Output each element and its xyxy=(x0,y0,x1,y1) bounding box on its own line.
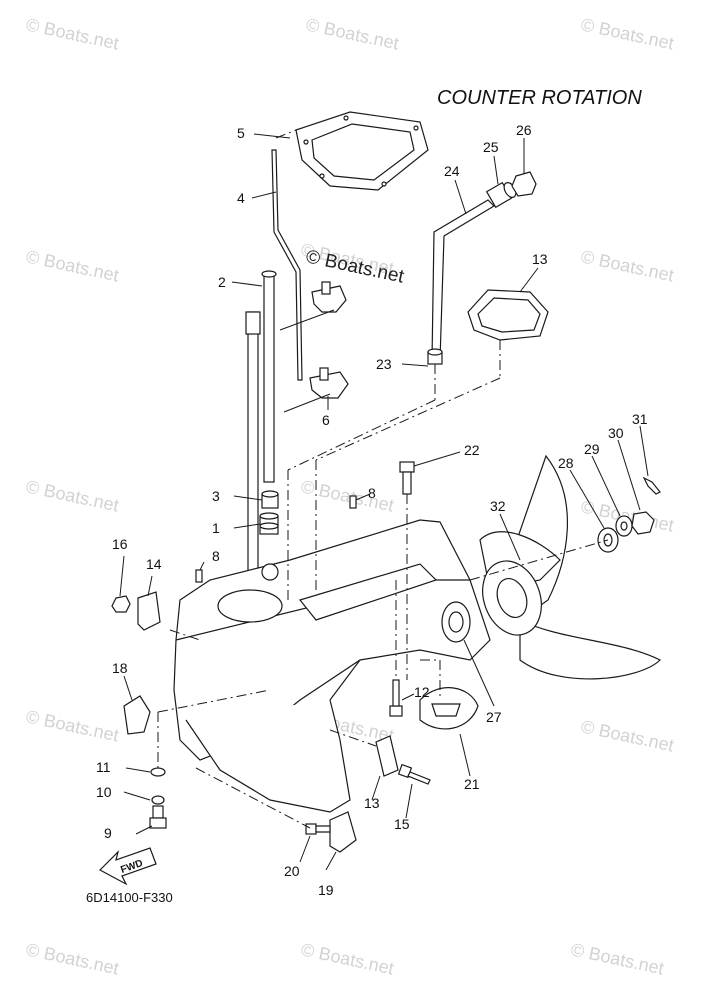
callout-30: 30 xyxy=(608,425,624,441)
callout-1: 1 xyxy=(212,520,220,536)
callout-32: 32 xyxy=(490,498,506,514)
watermark: © Boats.net xyxy=(569,939,665,978)
watermark: © Boats.net xyxy=(304,14,400,53)
dowel-pin xyxy=(195,569,203,583)
bracket-19 xyxy=(123,695,151,735)
callout-23: 23 xyxy=(376,356,392,372)
watermark: © Boats.net xyxy=(579,14,675,53)
watermark: © Boats.net xyxy=(299,476,395,515)
callout-16: 15 xyxy=(394,816,410,832)
callout-3: 3 xyxy=(212,488,220,504)
watermark: © Boats.net xyxy=(579,246,675,285)
trim-tab-anode xyxy=(419,687,479,730)
clip-15 xyxy=(137,591,161,631)
callout-6: 6 xyxy=(322,412,330,428)
square-nut xyxy=(511,171,537,197)
callout-18: 19 xyxy=(318,882,334,898)
fwd-arrow-icon: FWD xyxy=(99,847,157,886)
cover-plate-18 xyxy=(329,811,357,853)
gasket xyxy=(467,289,549,341)
bolt-22 xyxy=(399,461,415,495)
callout-21: 21 xyxy=(464,776,480,792)
callout-9: 9 xyxy=(104,825,112,841)
callout-8: 8 xyxy=(368,485,376,501)
callout-22: 22 xyxy=(464,442,480,458)
cover-plate xyxy=(295,111,429,191)
shift-rod xyxy=(271,149,303,381)
callout-15: 14 xyxy=(146,556,162,572)
callout-5: 5 xyxy=(237,125,245,141)
callout-4: 4 xyxy=(237,190,245,206)
callout-20: 20 xyxy=(284,863,300,879)
callout-29: 29 xyxy=(584,441,600,457)
splined-shaft xyxy=(245,311,261,603)
anode-14 xyxy=(375,735,399,777)
callout-19: 18 xyxy=(112,660,128,676)
washer-10 xyxy=(151,795,165,805)
diagram-code: 6D14100-F330 xyxy=(86,890,173,905)
watermark: © Boats.net xyxy=(24,14,120,53)
rod-clamp-upper xyxy=(311,281,347,313)
diagram-title: COUNTER ROTATION xyxy=(437,87,642,109)
callout-11: 11 xyxy=(96,759,111,775)
callout-26: 26 xyxy=(516,122,532,138)
callouts: 5 4 2 6 3 1 8 8 16 14 18 11 10 9 20 19 1… xyxy=(96,122,648,898)
washer xyxy=(615,515,633,537)
water-tube xyxy=(431,199,495,361)
bolt-9 xyxy=(149,805,167,829)
oil-seal-1 xyxy=(259,512,279,535)
watermark: © Boats.net xyxy=(299,939,395,978)
bolt-12 xyxy=(389,679,403,717)
callout-10: 10 xyxy=(96,784,112,800)
watermark: © Boats.net xyxy=(579,716,675,755)
callout-14: 13 xyxy=(364,795,380,811)
nut-17 xyxy=(111,595,131,613)
callout-24: 24 xyxy=(444,163,460,179)
callout-2: 2 xyxy=(218,274,226,290)
grommet xyxy=(427,348,443,365)
bushing-3 xyxy=(261,490,279,509)
washer-11 xyxy=(150,767,166,777)
propeller xyxy=(479,454,662,680)
bolt-16 xyxy=(397,763,431,785)
callout-12: 12 xyxy=(414,684,430,700)
drive-shaft xyxy=(261,270,277,483)
callout-17: 16 xyxy=(112,536,128,552)
watermark: © Boats.net xyxy=(24,476,120,515)
gearcase-housing xyxy=(173,519,491,813)
callout-8: 8 xyxy=(212,548,220,564)
thrust-washer xyxy=(441,601,471,643)
prop-nut xyxy=(631,511,655,535)
callout-25: 25 xyxy=(483,139,499,155)
watermark: © Boats.net xyxy=(24,939,120,978)
callout-27: 27 xyxy=(486,709,502,725)
callout-28: 28 xyxy=(558,455,574,471)
bolt-20 xyxy=(305,823,331,835)
rod-clamp-lower xyxy=(309,367,349,399)
callout-13: 13 xyxy=(532,251,548,267)
collar xyxy=(485,181,517,209)
leader-lines xyxy=(119,129,649,871)
watermark: © Boats.net xyxy=(24,246,120,285)
callout-31: 31 xyxy=(632,411,648,427)
dowel-pin xyxy=(349,495,357,509)
cotter-pin xyxy=(642,476,661,495)
watermark: © Boats.net xyxy=(24,706,120,745)
